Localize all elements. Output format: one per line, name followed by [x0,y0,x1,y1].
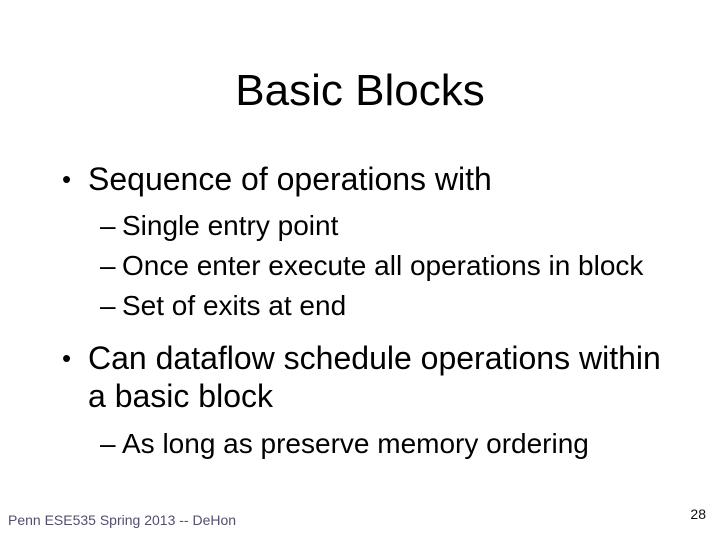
bullet-item: • Sequence of operations with [62,161,668,199]
bullet-text: Sequence of operations with [88,160,492,197]
dash-bullet-icon: – [100,427,116,459]
bullet-dot-icon: • [62,163,72,194]
sub-bullet-group: – As long as preserve memory ordering [100,424,668,464]
dash-bullet-icon: – [100,250,116,282]
sub-bullet-item: – As long as preserve memory ordering [100,424,668,464]
dash-bullet-icon: – [100,290,116,322]
sub-bullet-text: Single entry point [122,210,339,242]
sub-bullet-group: – Single entry point – Once enter execut… [100,206,668,326]
sub-bullet-text: Once enter execute all operations in blo… [122,250,644,282]
bullet-text: Can dataflow schedule operations within … [88,340,661,415]
footer-credit: Penn ESE535 Spring 2013 -- DeHon [8,512,237,528]
sub-bullet-item: – Single entry point [100,206,668,246]
slide-body: • Sequence of operations with – Single e… [62,161,668,464]
sub-bullet-text: Set of exits at end [122,290,347,322]
sub-bullet-item: – Once enter execute all operations in b… [100,246,668,286]
bullet-item: • Can dataflow schedule operations withi… [62,340,668,416]
dash-bullet-icon: – [100,210,116,242]
sub-bullet-item: – Set of exits at end [100,286,668,326]
slide-title: Basic Blocks [235,66,485,115]
sub-bullet-text: As long as preserve memory ordering [122,427,589,459]
page-number: 28 [690,506,706,522]
bullet-dot-icon: • [62,343,72,374]
